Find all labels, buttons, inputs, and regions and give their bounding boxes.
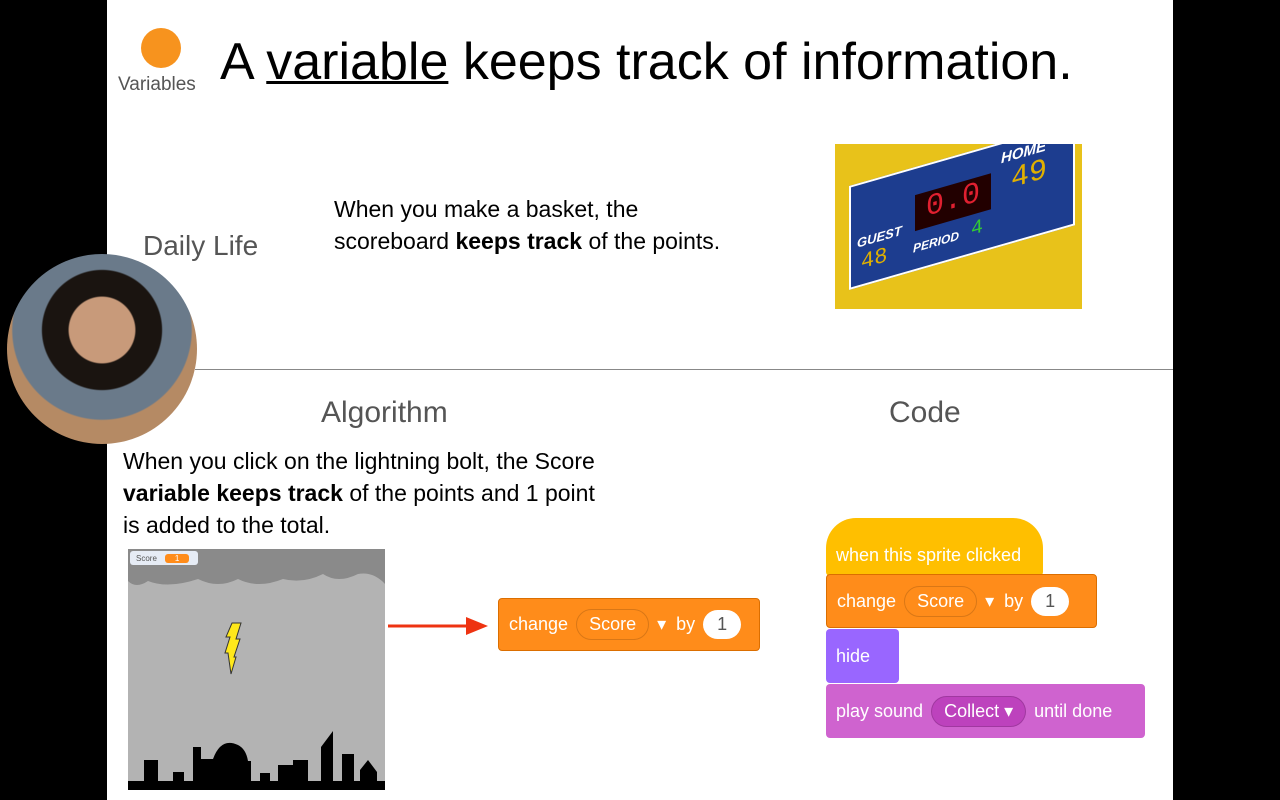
when-sprite-clicked-block[interactable]: when this sprite clicked — [826, 518, 1043, 576]
period-label: PERIOD — [913, 228, 960, 256]
scoreboard-image: GUEST 48 0.0 PERIOD 4 HOME 49 — [835, 144, 1082, 309]
algorithm-text: When you click on the lightning bolt, th… — [123, 448, 595, 538]
daily-life-heading: Daily Life — [143, 230, 259, 261]
arrow-icon — [388, 617, 488, 635]
slide-title: A variable keeps track of information. — [220, 33, 1073, 91]
divider — [195, 369, 1173, 370]
code-heading: Code — [889, 396, 961, 429]
logo-label: Variables — [118, 74, 196, 95]
city-skyline — [128, 731, 385, 790]
score-monitor: Score 1 — [130, 551, 198, 565]
period: 4 — [971, 215, 984, 243]
webcam-video — [7, 254, 197, 444]
algorithm-heading: Algorithm — [321, 396, 448, 429]
scratch-stage: Score 1 — [128, 549, 385, 790]
hide-block[interactable]: hide — [826, 629, 899, 683]
variables-logo-icon — [141, 28, 181, 68]
lightning-bolt-icon — [224, 622, 242, 675]
